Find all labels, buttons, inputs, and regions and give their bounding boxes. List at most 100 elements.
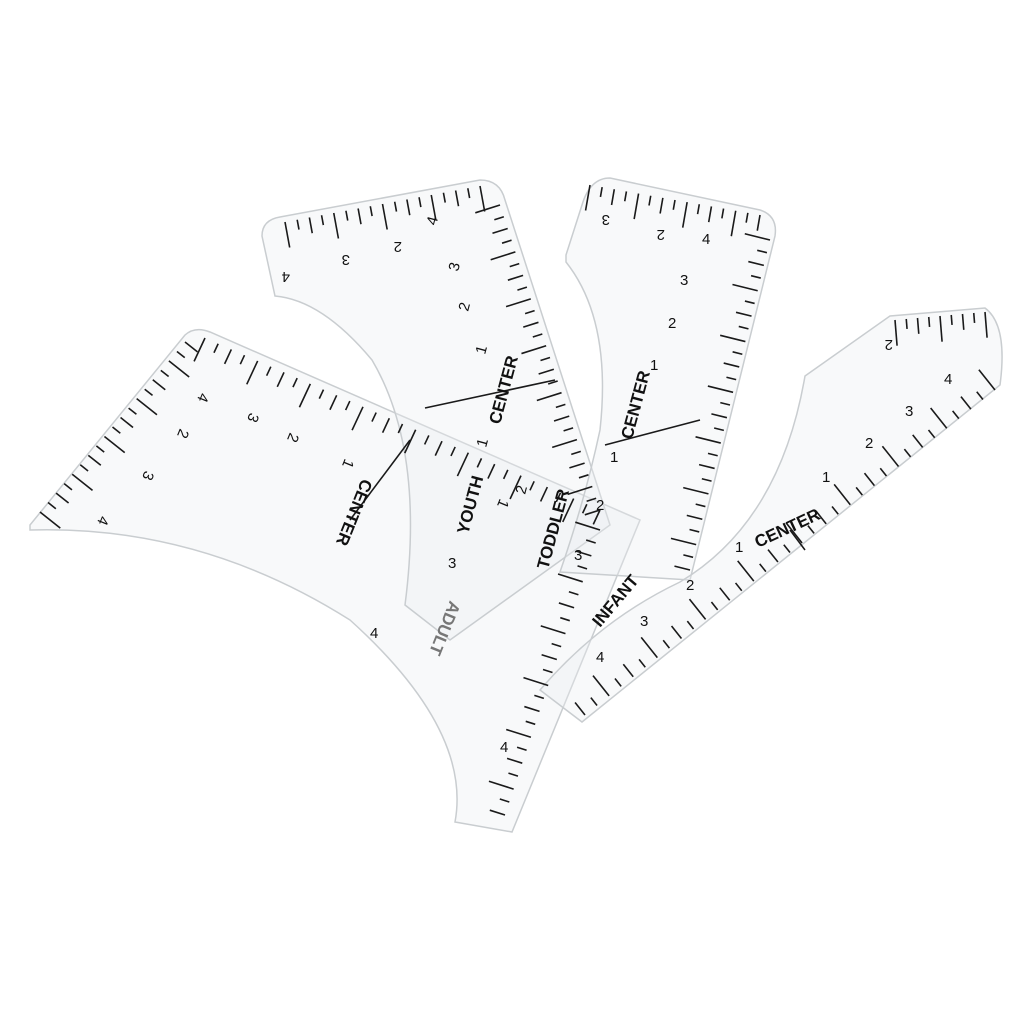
tick-mark [905,318,908,329]
tick-mark [47,501,57,510]
tick-mark [450,446,456,457]
tick-mark [479,185,486,212]
tick-mark [168,360,190,378]
infant-ruler [538,307,1003,723]
tick-mark [144,388,154,397]
tick-mark [560,616,571,622]
tick-mark [592,509,601,525]
tick-mark [633,193,640,220]
ruler-number: 2 [686,577,694,594]
tick-mark [489,809,506,816]
tick-mark [265,366,272,377]
tick-mark [136,398,158,416]
tick-mark [501,239,512,244]
tick-mark [292,377,298,388]
ruler-number: 3 [448,555,456,572]
tick-mark [916,317,920,334]
tick-mark [397,423,404,434]
ruler-number: 3 [640,613,648,630]
tick-mark [502,469,509,480]
tick-mark [894,319,898,346]
ruler-number: 3 [602,211,610,228]
ruler-number: 2 [657,226,665,243]
tick-mark [529,480,535,491]
tick-mark [223,349,233,365]
tick-mark [744,300,755,305]
tick-mark [726,376,737,381]
tick-mark [296,219,300,230]
tick-mark [63,483,73,491]
tick-mark [320,215,325,226]
ruler-number: 1 [650,357,658,374]
tick-mark [577,565,588,570]
tick-mark [575,521,601,531]
tick-mark [418,197,422,208]
center-arrow [424,379,556,409]
tick-mark [160,369,170,378]
tick-mark [623,191,628,202]
tick-mark [547,380,558,385]
tick-mark [523,676,549,687]
tick-mark [71,473,94,491]
ruler-number: 4 [596,649,604,666]
tick-mark [542,668,553,674]
tick-mark [972,312,976,323]
tick-mark [532,333,543,338]
tick-mark [551,438,578,449]
tick-mark [176,350,186,359]
tick-mark [571,450,582,456]
tick-mark [614,678,622,687]
tick-mark [523,321,539,328]
tick-mark [567,485,593,496]
tick-mark [456,452,470,477]
tick-mark [683,486,709,495]
ruler-number: 3 [680,272,688,289]
tick-mark [332,212,340,239]
center-arrow [604,419,701,446]
center-arrow [349,439,411,521]
tick-mark [539,486,549,502]
tick-mark [984,311,988,338]
tick-mark [748,260,765,267]
tick-mark [640,636,658,659]
tick-mark [686,620,695,630]
tick-mark [351,406,364,431]
ruler-number: 3 [574,547,582,564]
tick-mark [951,410,960,420]
tick-mark [574,702,586,716]
tick-mark [586,497,597,503]
ruler-number: 4 [702,231,710,248]
tick-mark [562,498,575,523]
tick-mark [239,354,246,365]
tick-mark [568,591,579,596]
tick-mark [521,345,547,355]
tick-mark [494,215,505,221]
tick-mark [978,369,996,391]
tick-mark [308,217,314,234]
tick-mark [723,362,740,368]
tick-mark [707,385,734,394]
tick-mark [128,407,137,415]
ruler-number: 4 [944,371,952,388]
tick-mark [184,341,198,353]
tick-mark [686,514,703,521]
tick-mark [701,477,712,482]
tick-mark [585,539,596,544]
tick-mark [95,445,105,453]
tick-mark [507,274,524,281]
tick-mark [738,325,749,330]
tick-mark [711,413,728,419]
tick-mark [930,407,948,429]
tick-mark [584,184,591,211]
tick-mark [357,208,362,225]
tick-mark [524,309,535,315]
tick-mark [103,435,126,454]
tick-mark [578,474,589,479]
tick-mark [524,705,540,713]
ruler-number: 1 [822,469,830,486]
tick-mark [744,232,771,241]
tick-mark [152,379,166,391]
tick-mark [912,434,924,448]
tick-mark [745,212,749,223]
